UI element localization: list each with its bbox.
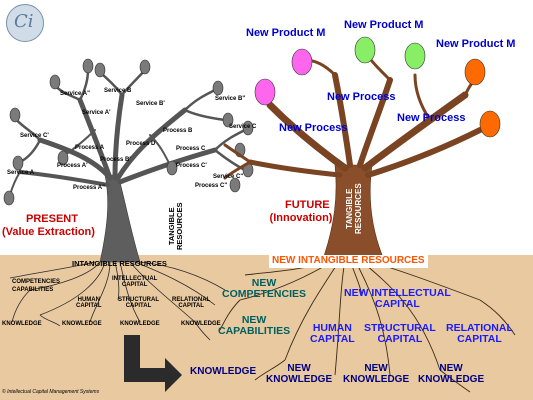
knowledge-label: KNOWLEDGE [62, 321, 102, 327]
knowledge-label: KNOWLEDGE [181, 321, 221, 327]
fruit-green [354, 36, 376, 64]
branch-label: Process B [163, 128, 193, 134]
future-subtitle: (Innovation) [269, 212, 333, 224]
new-knowledge-label: NEW KNOWLEDGE [343, 363, 410, 385]
knowledge-label: KNOWLEDGE [120, 321, 160, 327]
fruit-pink [254, 78, 276, 106]
fruit-pink [291, 48, 313, 76]
knowledge-label: KNOWLEDGE [2, 321, 42, 327]
process-label: New Process [397, 112, 466, 124]
human-capital-label: HUMAN CAPITAL [310, 322, 355, 346]
new-knowledge-label: NEW KNOWLEDGE [266, 363, 333, 385]
process-label: New Process [279, 122, 348, 134]
competencies-label: COMPETENCIES [12, 279, 61, 285]
fruit-green [404, 42, 426, 70]
present-subtitle: (Value Extraction) [2, 226, 95, 238]
logo-text: Ci [14, 11, 34, 32]
new-competencies-label: NEW COMPETENCIES [222, 277, 307, 301]
present-leaves [3, 58, 254, 206]
product-label: New Product M [436, 38, 516, 50]
present-trunk-label: TANGIBLE RESOURCES [167, 202, 185, 250]
human-capital-label: HUMAN CAPITAL [76, 297, 102, 310]
structural-capital-label: STRUCTURAL CAPITAL [364, 322, 436, 346]
future-fruits [254, 36, 501, 138]
branch-label: Service B [104, 88, 132, 94]
fruit-orange [464, 58, 486, 86]
branch-label: Service B" [215, 96, 246, 102]
future-branches [223, 50, 492, 180]
branch-label: Service C" [213, 174, 244, 180]
branch-label: Service A" [60, 91, 90, 97]
branch-label: Process C' [176, 163, 207, 169]
branch-label: Process D [126, 141, 156, 147]
branch-label: Process B' [100, 157, 131, 163]
knowledge-label: KNOWLEDGE [190, 366, 257, 377]
branch-label: Service A [7, 170, 35, 176]
relational-capital-label: RELATIONAL CAPITAL [446, 322, 513, 346]
present-roots [9, 261, 226, 341]
intellectual-capital-label: INTELLECTUAL CAPITAL [112, 276, 158, 289]
arrow-icon [124, 335, 182, 392]
present-branches [9, 68, 247, 196]
logo: Ci [6, 4, 44, 42]
fruit-orange [479, 110, 501, 138]
present-intangible-label: INTANGIBLE RESOURCES [72, 259, 167, 268]
new-intangible-label: NEW INTANGIBLE RESOURCES [269, 255, 428, 268]
relational-capital-label: RELATIONAL CAPITAL [172, 297, 211, 310]
branch-label: Service C' [20, 133, 49, 139]
branch-label: Process A" [73, 185, 105, 191]
branch-label: Process C [176, 146, 206, 152]
new-intellectual-capital-label: NEW INTELLECTUAL CAPITAL [344, 287, 451, 311]
product-label: New Product M [344, 19, 424, 31]
branch-label: Service C [229, 124, 257, 130]
copyright: © Intellectual Capital Management System… [2, 389, 100, 395]
new-capabilities-label: NEW CAPABILITIES [218, 314, 291, 338]
product-label: New Product M [246, 27, 326, 39]
process-label: New Process [327, 91, 396, 103]
branch-label: Process A' [57, 163, 88, 169]
new-knowledge-label: NEW KNOWLEDGE [418, 363, 485, 385]
branch-label: Service B' [136, 101, 165, 107]
branch-label: Service A' [82, 110, 111, 116]
present-title: PRESENT [26, 213, 78, 225]
branch-label: Process A [75, 145, 105, 151]
ground [0, 255, 533, 400]
future-title: FUTURE [285, 199, 330, 211]
present-tree [99, 174, 141, 263]
future-trunk-label: TANGIBLE RESOURCES [345, 183, 363, 234]
branch-label: Process C" [195, 183, 228, 189]
structural-capital-label: STRUCTURAL CAPITAL [118, 297, 159, 310]
capabilities-label: CAPABILITIES [12, 287, 54, 293]
